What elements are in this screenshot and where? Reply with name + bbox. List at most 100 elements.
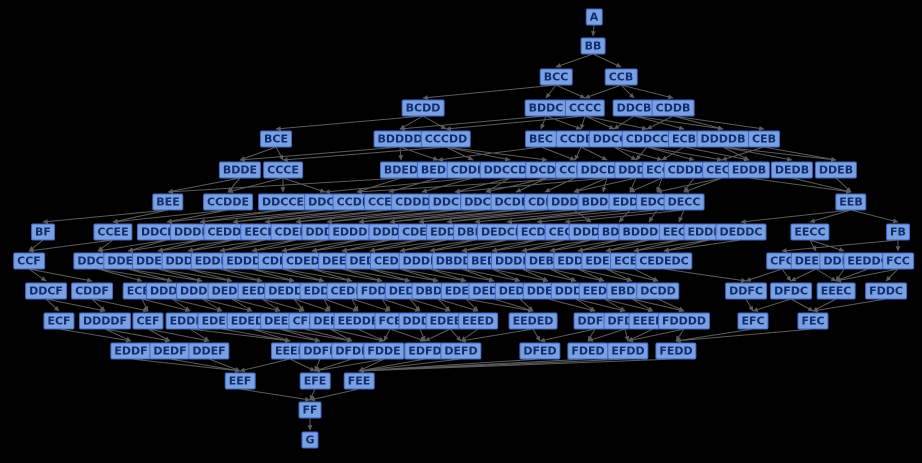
graph-edge <box>45 298 106 313</box>
graph-edge <box>536 209 658 224</box>
graph-node: EEDDE <box>333 312 383 330</box>
graph-edge <box>564 209 685 224</box>
graph-node: CDDF <box>71 282 113 300</box>
graph-edge <box>324 177 474 194</box>
graph-edge <box>157 239 201 253</box>
graph-edge <box>437 146 542 162</box>
graph-edge <box>219 239 266 253</box>
graph-edge <box>199 209 326 224</box>
graph-edge <box>261 298 281 312</box>
graph-edge <box>722 146 750 161</box>
graph-edge <box>635 146 648 161</box>
graph-node: DDCB <box>612 99 656 117</box>
graph-edge <box>251 328 291 342</box>
graph-edge <box>549 268 605 283</box>
graph-edge <box>809 209 852 223</box>
graph-edge <box>491 268 521 282</box>
graph-edge <box>781 268 792 282</box>
graph-edge <box>329 328 385 343</box>
graph-edge <box>341 268 383 282</box>
graph-node: CCF <box>13 252 45 270</box>
graph-edge <box>835 268 869 282</box>
graph-node: ECB <box>668 130 700 148</box>
graph-edge <box>232 209 358 224</box>
graph-edge <box>574 146 582 161</box>
graph-edge <box>281 268 325 282</box>
graph-node: EFC <box>737 312 769 330</box>
graph-node: ECF <box>43 312 75 330</box>
graph-edge <box>239 358 291 373</box>
graph-edge <box>147 328 171 342</box>
graph-edge <box>399 115 547 131</box>
graph-edge <box>763 146 837 162</box>
graph-edge <box>493 298 534 312</box>
graph-edge <box>311 239 360 253</box>
graph-edge <box>231 298 281 313</box>
graph-edge <box>781 239 899 253</box>
graph-node: DEDB <box>770 161 814 179</box>
graph-edge <box>752 298 792 312</box>
graph-edge <box>309 388 316 401</box>
graph-node: DFDE <box>331 342 373 360</box>
graph-node: DEDF <box>149 342 191 360</box>
graph-edge <box>454 177 511 194</box>
graph-edge <box>219 268 263 282</box>
graph-node: BDDC <box>524 99 568 117</box>
graph-edge <box>279 328 321 342</box>
graph-node: BEE <box>152 193 184 211</box>
graph-node: FEDD <box>655 342 697 360</box>
graph-edge <box>357 328 385 342</box>
graph-node: FEC <box>797 312 829 330</box>
graph-edge <box>409 298 421 312</box>
graph-edge <box>663 239 710 253</box>
graph-node: EEEC <box>816 282 856 300</box>
graph-edge <box>633 239 710 253</box>
graph-edge <box>422 115 447 130</box>
graph-edge <box>445 146 474 161</box>
graph-edge <box>157 239 234 253</box>
graph-node: CCCDD <box>420 130 472 148</box>
graph-edge <box>624 328 630 342</box>
graph-edge <box>97 268 143 283</box>
graph-edge <box>418 209 546 224</box>
graph-edge <box>429 239 508 253</box>
graph-node: G <box>301 431 319 449</box>
graph-node: DFDC <box>770 282 812 300</box>
graph-edge <box>633 268 659 282</box>
graph-edge <box>461 268 495 282</box>
graph-edge <box>219 239 297 253</box>
graph-edge <box>381 298 421 312</box>
graph-edge <box>683 177 723 193</box>
graph-edge <box>678 209 685 223</box>
graph-edge <box>815 268 837 282</box>
graph-edge <box>141 298 191 313</box>
graph-node: CCEE <box>93 223 133 241</box>
graph-edge <box>722 146 837 162</box>
graph-edge <box>491 239 538 253</box>
graph-edge <box>683 146 750 162</box>
graph-edge <box>28 239 114 253</box>
graph-edge <box>189 328 210 342</box>
graph-edge <box>421 177 474 194</box>
graph-edge <box>656 177 723 194</box>
graph-edge <box>549 239 620 253</box>
graph-node: BF <box>31 223 55 241</box>
graph-node: CCDDE <box>203 193 253 211</box>
graph-edge <box>309 388 360 402</box>
graph-edge <box>261 298 305 312</box>
graph-edge <box>112 209 229 224</box>
graph-edge <box>633 115 724 131</box>
graph-edge <box>293 298 331 312</box>
graph-edge <box>358 358 462 373</box>
graph-edge <box>251 239 328 253</box>
graph-node: CEF <box>132 312 164 330</box>
graph-node: DEFD <box>440 342 482 360</box>
graph-edge <box>351 298 359 312</box>
graph-edge <box>104 328 171 343</box>
graph-edge <box>112 209 169 224</box>
graph-edge <box>409 298 451 312</box>
graph-edge <box>281 239 360 253</box>
graph-edge <box>303 328 353 343</box>
graph-edge <box>130 358 241 373</box>
